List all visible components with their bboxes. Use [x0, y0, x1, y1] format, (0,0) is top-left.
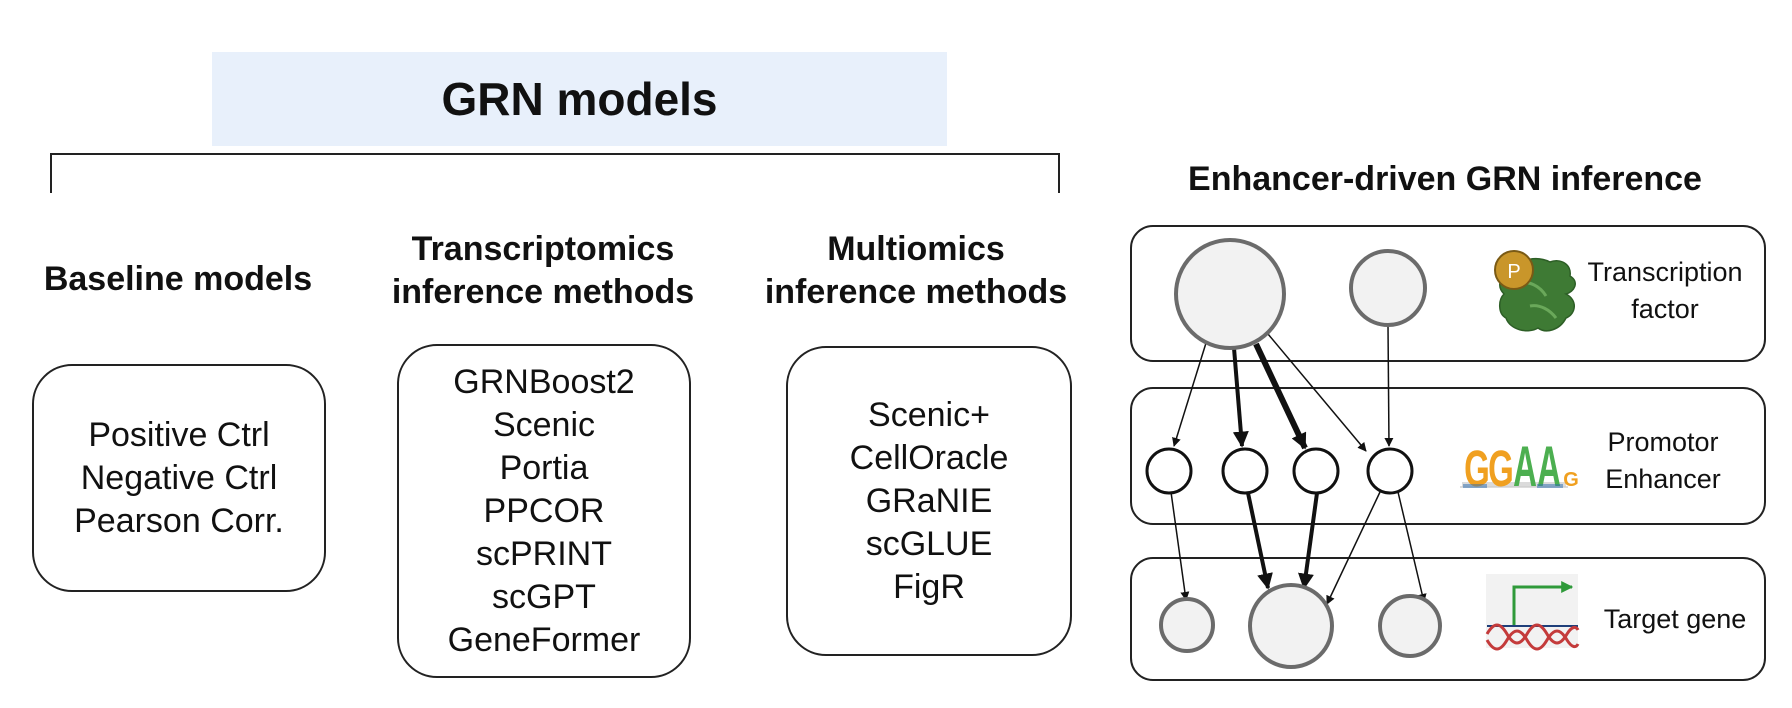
edge [1253, 342, 1308, 450]
method-item: GRNBoost2 [453, 362, 635, 401]
baseline-heading-line: Baseline models [43, 260, 313, 298]
logo-letter-a1: A [1513, 435, 1537, 499]
target-layer-label: Target gene [1590, 601, 1760, 638]
sequence-logo-icon: G G A A G [1460, 435, 1579, 499]
phospho-badge-label: P [1507, 261, 1520, 283]
multiomics-heading-line1: Multiomics [827, 230, 1005, 268]
enhancer-node [1292, 447, 1340, 495]
multiomics-heading-line2: inference methods [764, 273, 1068, 311]
method-item: Positive Ctrl [88, 415, 270, 454]
edge [1298, 492, 1319, 590]
transcriptomics-heading-line1: Transcriptomics [411, 230, 675, 268]
logo-letter-g3: G [1563, 469, 1579, 491]
method-item: PPCOR [483, 491, 605, 530]
logo-letter-g2: G [1488, 441, 1514, 498]
method-item: GeneFormer [447, 620, 641, 659]
multiomics-methods-box: Scenic+ CellOracle GRaNIE scGLUE FigR [786, 346, 1072, 656]
tf-node-small [1349, 249, 1427, 327]
enhancer-label-line2: Enhancer [1605, 464, 1721, 494]
enhancer-layer-label: Promotor Enhancer [1578, 424, 1748, 498]
baseline-methods-box: Positive Ctrl Negative Ctrl Pearson Corr… [32, 364, 326, 592]
target-node [1378, 594, 1442, 658]
grn-models-title-box: GRN models [212, 52, 947, 146]
edge [1267, 333, 1367, 452]
tf-node-large [1174, 238, 1286, 350]
grn-models-title: GRN models [441, 73, 718, 125]
multiomics-heading: Multiomics inference methods [746, 228, 1086, 314]
target-node [1159, 597, 1215, 653]
method-item: scGLUE [865, 524, 993, 563]
tf-label-line1: Transcription [1587, 257, 1743, 287]
logo-letter-g1: G [1464, 441, 1490, 498]
method-item: GRaNIE [865, 481, 993, 520]
enhancer-panel-title: Enhancer-driven GRN inference [1188, 160, 1702, 198]
method-item: Scenic [492, 405, 596, 444]
edge [1246, 492, 1273, 590]
enhancer-node [1221, 447, 1269, 495]
logo-letter-a2: A [1537, 435, 1561, 499]
method-item: Portia [499, 448, 589, 487]
transcriptomics-heading-line2: inference methods [391, 273, 695, 311]
method-item: Negative Ctrl [80, 458, 278, 497]
target-node-large [1248, 583, 1334, 669]
transcriptomics-methods-box: GRNBoost2 Scenic Portia PPCOR scPRINT sc… [397, 344, 691, 678]
enhancer-node [1145, 447, 1193, 495]
edge [1172, 342, 1207, 447]
edge [1232, 347, 1249, 448]
tf-label-line2: factor [1631, 294, 1699, 324]
tf-layer-label: Transcription factor [1570, 254, 1760, 328]
method-item: FigR [893, 567, 965, 606]
enhancer-node [1366, 447, 1414, 495]
grouping-bracket [50, 153, 1060, 193]
protein-icon [1494, 250, 1576, 332]
phospho-badge-circle [1494, 250, 1534, 290]
edge [1397, 491, 1427, 603]
method-item: Pearson Corr. [74, 501, 284, 540]
target-label-line1: Target gene [1603, 604, 1747, 634]
gene-promoter-icon [1485, 574, 1580, 651]
edge [1170, 491, 1190, 601]
edge [1326, 491, 1381, 605]
method-item: scPRINT [476, 534, 612, 573]
method-item: scGPT [492, 577, 596, 616]
method-item: CellOracle [849, 438, 1009, 477]
tf-layer-box [1130, 225, 1766, 362]
method-item: Scenic+ [868, 395, 990, 434]
baseline-heading: Baseline models [18, 258, 338, 301]
enhancer-label-line1: Promotor [1607, 427, 1719, 457]
edge [1384, 325, 1394, 447]
transcriptomics-heading: Transcriptomics inference methods [370, 228, 716, 314]
